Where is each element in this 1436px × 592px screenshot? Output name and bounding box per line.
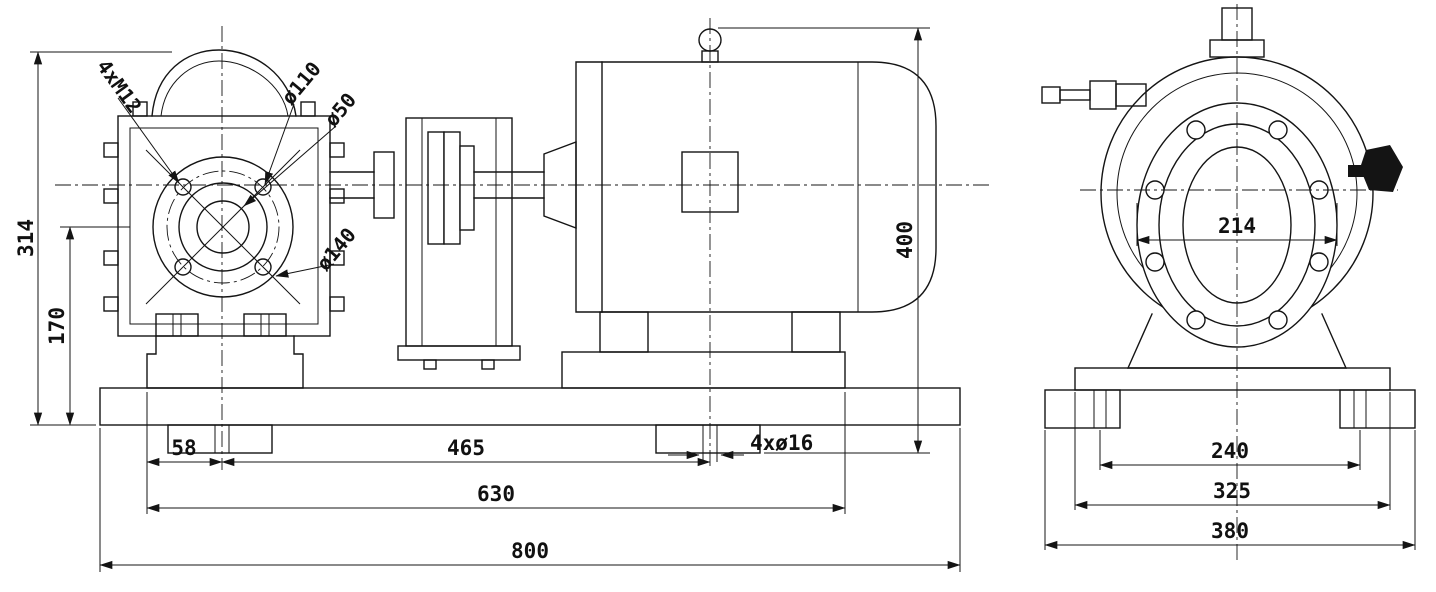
casing-bolt xyxy=(103,250,119,266)
end-foot xyxy=(1044,389,1121,429)
flange-bolt-hole xyxy=(1268,310,1288,330)
pump-lug xyxy=(243,313,287,337)
casing-bolt xyxy=(103,142,119,158)
bracket-bolt xyxy=(423,359,437,370)
bracket-bolt xyxy=(481,359,495,370)
callout-leader-d140 xyxy=(275,263,335,278)
bracket-base xyxy=(397,345,521,361)
flange-bolt-hole xyxy=(1268,120,1288,140)
relief-valve-body xyxy=(1089,80,1117,110)
centerlines xyxy=(55,4,1398,560)
flange-bolt-hole xyxy=(1186,120,1206,140)
flange-bolt-hole xyxy=(254,178,272,196)
dim-label-58: 58 xyxy=(171,436,196,460)
callout-leader-d50 xyxy=(243,125,337,207)
pump-body-inner xyxy=(129,127,319,325)
lifting-arch-inner xyxy=(160,60,289,117)
dim-label-motor-height: 400 xyxy=(893,221,917,259)
dim-label-380: 380 xyxy=(1211,519,1249,543)
lifting-arch-outline xyxy=(151,49,297,117)
baseplate-side-view xyxy=(99,387,961,462)
callout-leader-d110 xyxy=(264,103,295,185)
coupling-disc xyxy=(427,131,445,245)
dimension-annotations-end: 214 240 325 380 xyxy=(1044,203,1416,550)
coupling-assembly xyxy=(329,117,577,370)
casing-bolt xyxy=(329,296,345,312)
casing-bolt xyxy=(329,250,345,266)
pump-body xyxy=(117,115,331,337)
flange-bolt-hole xyxy=(254,258,272,276)
dim-label-325: 325 xyxy=(1213,479,1251,503)
dim-label-800: 800 xyxy=(511,539,549,563)
relief-valve-stem xyxy=(1059,89,1091,101)
bolt-circle-centerline xyxy=(166,170,280,284)
callout-leader-m12 xyxy=(117,97,180,184)
callout-label-port-bore: ø50 xyxy=(319,88,361,131)
callout-label-flange-bolts: 4xM12 xyxy=(92,55,147,118)
casing-bolt xyxy=(329,142,345,158)
baseplate xyxy=(99,387,961,426)
port-bore-circle xyxy=(196,200,250,254)
coupling-hub xyxy=(459,145,475,231)
casing-bolt xyxy=(300,101,316,117)
dimension-annotations-side: 314 170 400 58 465 630 800 4xø16 4xM12 ø… xyxy=(14,27,961,572)
pump-lug xyxy=(155,313,199,337)
flange-bolt-hole xyxy=(1309,252,1329,272)
relief-valve-boss xyxy=(1115,83,1147,107)
motor-body xyxy=(575,61,937,313)
dim-label-465: 465 xyxy=(447,436,485,460)
dim-label-port-height: 170 xyxy=(45,307,69,345)
casing-bolt xyxy=(103,188,119,204)
motor-side-view xyxy=(561,28,937,389)
pump-side-view xyxy=(103,49,345,389)
flange-bolt-hole xyxy=(1186,310,1206,330)
pump-pedestal xyxy=(146,335,304,389)
casing-bolt xyxy=(132,101,148,117)
end-foot xyxy=(1339,389,1416,429)
motor-foot xyxy=(791,311,841,353)
handle-knob xyxy=(1360,145,1403,192)
coupling-disc xyxy=(443,131,461,245)
relief-valve-cap xyxy=(1041,86,1061,104)
dim-label-240: 240 xyxy=(1211,439,1249,463)
dim-label-total-height: 314 xyxy=(14,219,38,257)
casing-bolt xyxy=(329,188,345,204)
end-base xyxy=(1074,367,1391,391)
flange-outer-circle xyxy=(152,156,294,298)
motor-foot xyxy=(599,311,649,353)
flange-face-circle xyxy=(178,182,268,272)
motor-mount-block xyxy=(561,351,846,389)
flange-bolt-hole xyxy=(1145,252,1165,272)
dim-label-214: 214 xyxy=(1218,214,1256,238)
dim-label-630: 630 xyxy=(477,482,515,506)
anchor-foot xyxy=(167,424,273,454)
dim-label-anchor-holes: 4xø16 xyxy=(750,431,813,455)
handle-stem xyxy=(1348,165,1366,177)
flange-bolt-hole xyxy=(174,258,192,276)
casing-bolt xyxy=(103,296,119,312)
flange-bolt-hole xyxy=(174,178,192,196)
anchor-foot xyxy=(655,424,761,454)
